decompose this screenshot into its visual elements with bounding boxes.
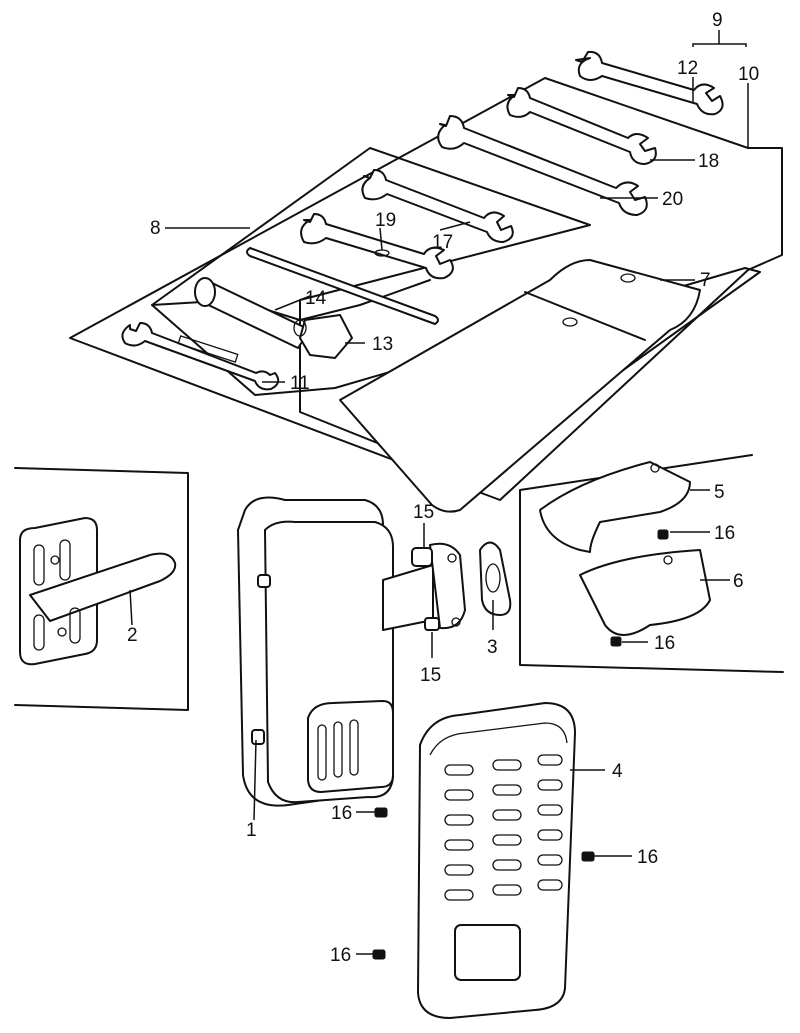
label-4: 4 <box>612 761 623 782</box>
box-wrench-13 <box>194 277 353 359</box>
label-6: 6 <box>733 571 744 592</box>
cover-5 <box>539 461 691 553</box>
wrench-12 <box>575 50 724 116</box>
bracket-2 <box>19 517 177 666</box>
label-15-top: 15 <box>413 502 434 523</box>
cover-6 <box>579 549 711 636</box>
label-18: 18 <box>698 151 719 172</box>
bolt-16-d <box>581 851 595 862</box>
label-2: 2 <box>127 625 138 646</box>
label-5: 5 <box>714 482 725 503</box>
label-8: 8 <box>150 218 161 239</box>
label-12: 12 <box>677 58 698 79</box>
label-11: 11 <box>290 373 310 394</box>
label-15-bottom: 15 <box>420 665 441 686</box>
label-9: 9 <box>712 10 723 31</box>
gasket-3 <box>479 541 512 616</box>
rod-14 <box>246 247 439 325</box>
wrench-17 <box>361 169 514 243</box>
label-19: 19 <box>375 210 396 231</box>
label-17: 17 <box>432 232 453 253</box>
bracket-box-outline <box>14 467 189 711</box>
label-16-cover6: 16 <box>654 633 675 654</box>
protector-4 <box>417 702 576 1019</box>
tool-pouch-7 <box>339 259 701 513</box>
bolt-16-e <box>372 949 386 960</box>
label-16-bottom: 16 <box>330 945 351 966</box>
label-16-right: 16 <box>637 847 658 868</box>
label-14: 14 <box>305 288 327 309</box>
bolt-16-b <box>610 636 622 647</box>
bolt-16-c <box>374 807 388 818</box>
wrench-11 <box>121 322 280 391</box>
label-1: 1 <box>246 820 257 841</box>
wrench-10 <box>506 87 657 165</box>
tool-kit-outline <box>69 77 783 501</box>
label-7: 7 <box>700 270 711 291</box>
protector-slots <box>444 754 563 901</box>
bolt-16-a <box>657 529 669 540</box>
label-20: 20 <box>662 189 683 210</box>
label-3: 3 <box>487 637 498 658</box>
muffler-1 <box>237 496 466 807</box>
leader-lines <box>129 30 749 955</box>
label-10: 10 <box>738 64 759 85</box>
label-16-cover5: 16 <box>714 523 735 544</box>
wrench-18 <box>437 115 648 216</box>
label-13: 13 <box>372 334 393 355</box>
label-16-left: 16 <box>331 803 352 824</box>
